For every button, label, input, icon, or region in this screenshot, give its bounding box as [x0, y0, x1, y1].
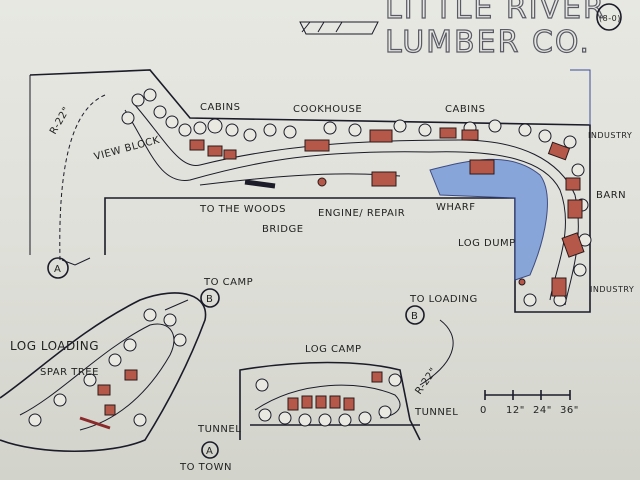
barn-label: BARN	[596, 190, 626, 201]
tunnel-left-label: TUNNEL	[197, 424, 241, 435]
marker-b-right: B	[411, 311, 418, 322]
cookhouse-label: COOKHOUSE	[293, 104, 362, 115]
scale-tick-0: 0	[480, 405, 487, 416]
title-logo: LITTLE RIVER LUMBER CO.	[299, 0, 606, 61]
to-loading-label: TO LOADING	[409, 294, 478, 305]
wharf-label: WHARF	[436, 202, 475, 213]
log-dump-label: LOG DUMP	[458, 238, 516, 249]
tunnel-right-label: TUNNEL	[414, 407, 458, 418]
river-water	[429, 158, 548, 281]
title-line-1: LITTLE RIVER	[385, 0, 606, 26]
scale-tick-12: 12"	[506, 405, 525, 416]
buildings-main	[189, 127, 585, 297]
to-the-woods-label: TO THE WOODS	[199, 204, 286, 215]
scale-bar: 0 12" 24" 36"	[480, 390, 579, 416]
to-town-label: TO TOWN	[179, 462, 232, 473]
radius-line-top	[59, 94, 106, 261]
industry-bottom-label: INDUSTRY	[590, 285, 634, 294]
cabins-right-label: CABINS	[445, 104, 485, 115]
cabins-left-label: CABINS	[200, 102, 240, 113]
scale-tick-36: 36"	[560, 405, 579, 416]
page-number: (8-0)	[599, 14, 621, 23]
radius-label-top: R-22"	[48, 105, 73, 136]
title-line-2: LUMBER CO.	[385, 25, 591, 60]
bridge-structure	[244, 179, 276, 189]
log-loading-label: LOG LOADING	[10, 339, 99, 353]
marker-a-top: A	[54, 264, 61, 275]
view-block-label: VIEW BLOCK	[93, 135, 161, 163]
engine-repair-label: ENGINE/ REPAIR	[318, 208, 405, 219]
main-layout-outline	[29, 69, 591, 313]
radius-label-bottom: R-22"	[413, 366, 439, 397]
marker-b-left: B	[206, 294, 213, 305]
log-camp-label: LOG CAMP	[305, 344, 362, 355]
industry-top-label: INDUSTRY	[588, 131, 632, 140]
marker-a-bottom: A	[206, 446, 213, 457]
bridge-label: BRIDGE	[262, 224, 304, 235]
scale-tick-24: 24"	[533, 405, 552, 416]
to-camp-label: TO CAMP	[203, 277, 253, 288]
log-loading-area	[0, 292, 207, 452]
log-camp-area	[239, 361, 421, 441]
spar-tree-label: SPAR TREE	[40, 367, 99, 378]
